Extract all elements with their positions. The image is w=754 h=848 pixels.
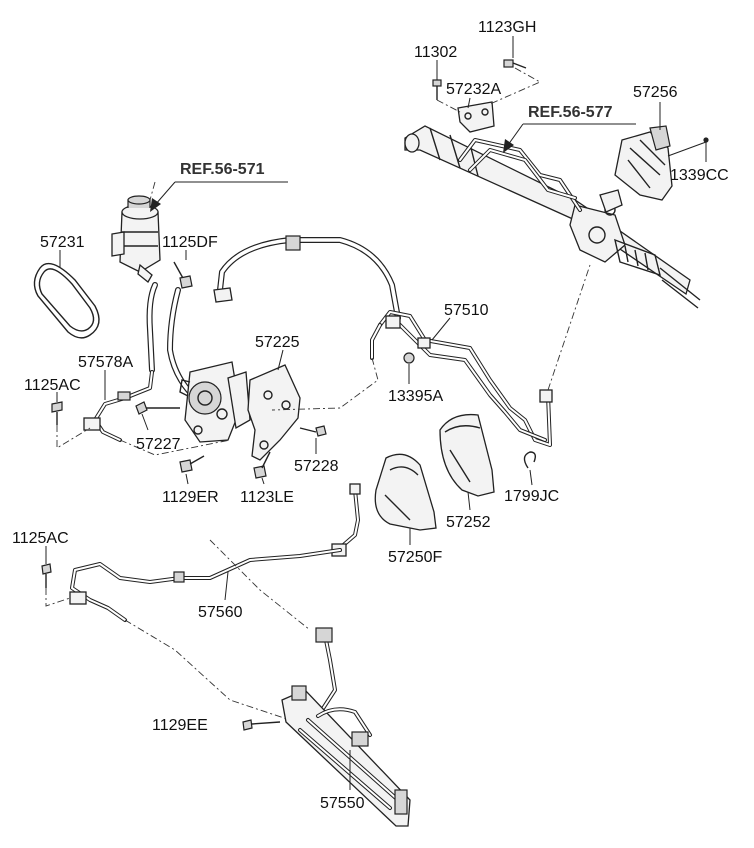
label-13395a: 13395A — [388, 388, 443, 405]
suction-hose — [146, 282, 201, 403]
label-57227: 57227 — [136, 436, 181, 453]
label-1125df: 1125DF — [162, 234, 218, 251]
ref-56-577-label: REF.56-577 — [528, 104, 613, 121]
label-57225: 57225 — [255, 334, 300, 351]
steering-gear-rack — [404, 125, 701, 309]
label-1339cc: 1339CC — [670, 167, 729, 184]
tube-bracket-57232a — [457, 101, 495, 133]
pressure-tube-guide — [547, 264, 591, 391]
return-tube-57578a — [83, 370, 154, 442]
pressure-hose-lower — [331, 483, 361, 557]
ref-577-arrowhead-icon — [503, 139, 514, 153]
rack-feed-tubes — [458, 138, 582, 212]
bolt-1129er — [179, 455, 205, 473]
seal-ring-57231 — [33, 262, 100, 339]
reservoir-ref-guide — [149, 181, 156, 201]
label-57578a: 57578A — [78, 354, 133, 371]
clip-1799jc — [523, 451, 537, 469]
label-57252: 57252 — [446, 514, 491, 531]
bolt-1123gh-guide — [489, 67, 542, 105]
bolt-11302-guide — [436, 99, 461, 113]
clip-1339cc — [703, 137, 709, 143]
heat-shield-57252 — [439, 413, 495, 497]
bolt-1123le — [253, 451, 271, 479]
rack-boot-57256 — [614, 125, 673, 201]
bolt-57227 — [135, 401, 180, 415]
ref-571-arrowhead-icon — [150, 198, 161, 212]
bolt-1125ac-bottom-guide — [45, 588, 71, 607]
ref-577-arrow-icon — [507, 123, 524, 146]
bolt-11302 — [432, 79, 442, 100]
label-57256: 57256 — [633, 84, 678, 101]
bolt-1123gh — [503, 59, 527, 69]
label-57560: 57560 — [198, 604, 243, 621]
pressure-hose-upper — [213, 235, 401, 321]
cooler-inlet-guide — [209, 539, 311, 631]
oil-cooler-57550 — [281, 627, 411, 827]
bolt-1125ac-top-guide — [56, 425, 91, 449]
power-steering-pump — [179, 361, 251, 443]
label-1125ac-bottom: 1125AC — [12, 530, 69, 547]
pressure-tube-57510 — [370, 310, 553, 447]
label-11302: 11302 — [414, 44, 457, 61]
pressure-hose-guide — [271, 357, 379, 411]
nut-13395a — [403, 352, 415, 364]
label-1123le: 1123LE — [240, 489, 294, 506]
bolt-57228 — [299, 425, 327, 437]
label-57510: 57510 — [444, 302, 489, 319]
reservoir-assembly — [111, 195, 161, 283]
cooler-line-guide — [124, 619, 291, 721]
leader-lines — [45, 36, 707, 790]
return-hose-57560 — [69, 548, 342, 622]
label-57250f: 57250F — [388, 549, 442, 566]
label-1129ee: 1129EE — [152, 717, 208, 734]
label-1129er: 1129ER — [162, 489, 219, 506]
pump-bracket — [247, 364, 301, 461]
label-57550: 57550 — [320, 795, 365, 812]
label-57228: 57228 — [294, 458, 339, 475]
heat-shield-57250f — [374, 453, 437, 531]
ref-56-571-label: REF.56-571 — [180, 161, 265, 178]
bolt-1129ee — [242, 719, 281, 731]
label-1123gh: 1123GH — [478, 19, 536, 36]
label-1799jc: 1799JC — [504, 488, 559, 505]
ref-571-arrow-icon — [154, 181, 176, 206]
label-57231: 57231 — [40, 234, 85, 251]
label-1125ac-top: 1125AC — [24, 377, 81, 394]
bolt-1125df — [173, 261, 193, 289]
bolt-1125ac-top — [51, 401, 63, 425]
label-57232a: 57232A — [446, 81, 501, 98]
bolt-1125ac-bottom — [41, 563, 52, 588]
ref-underlines — [150, 123, 636, 212]
